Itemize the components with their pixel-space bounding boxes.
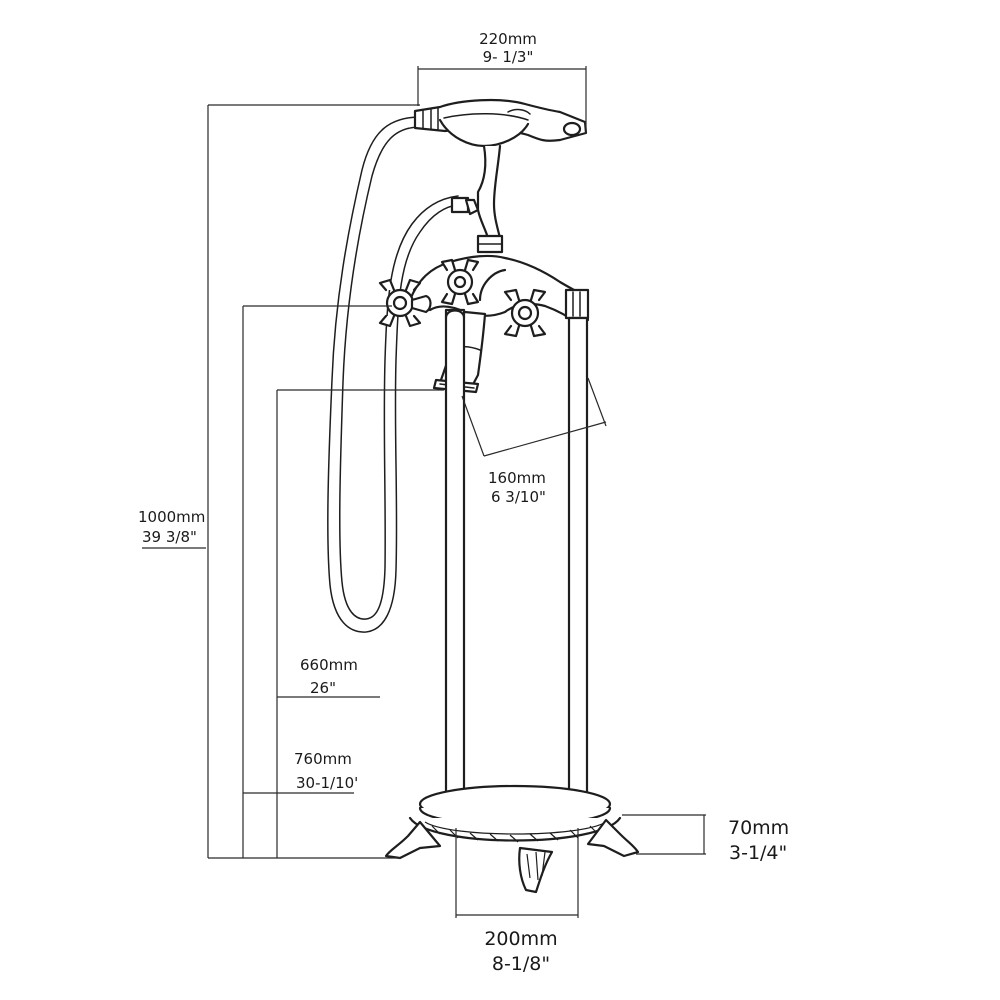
height-total-mm: 1000mm xyxy=(138,508,205,526)
valve-height-inch: 30-1/10' xyxy=(296,774,358,792)
dimension-lines xyxy=(142,66,706,918)
base-width-inch: 8-1/8" xyxy=(492,953,550,975)
diverter-connector xyxy=(450,196,504,254)
freestanding-tub-faucet xyxy=(327,98,640,894)
width-top-mm: 220mm xyxy=(479,30,537,48)
base-width-mm: 200mm xyxy=(484,928,557,950)
spout-reach-inch: 6 3/10" xyxy=(491,488,546,506)
spout-height-inch: 26" xyxy=(310,679,336,697)
cross-handle-right xyxy=(503,288,547,338)
shower-hose xyxy=(327,116,459,633)
height-total-inch: 39 3/8" xyxy=(142,528,197,546)
width-top-inch: 9- 1/3" xyxy=(483,48,534,66)
spout-reach-mm: 160mm xyxy=(488,469,546,487)
cross-handle-left xyxy=(378,278,432,328)
floor-base xyxy=(384,784,640,894)
cross-handle-center xyxy=(440,258,480,306)
base-height-mm: 70mm xyxy=(728,817,789,839)
shower-cradle xyxy=(438,118,530,240)
valve-height-mm: 760mm xyxy=(294,750,352,768)
spout-height-mm: 660mm xyxy=(300,656,358,674)
base-height-inch: 3-1/4" xyxy=(729,842,787,864)
valve-body xyxy=(408,254,590,326)
dimension-labels: 220mm 9- 1/3" 1000mm 39 3/8" 160mm 6 3/1… xyxy=(138,30,789,975)
